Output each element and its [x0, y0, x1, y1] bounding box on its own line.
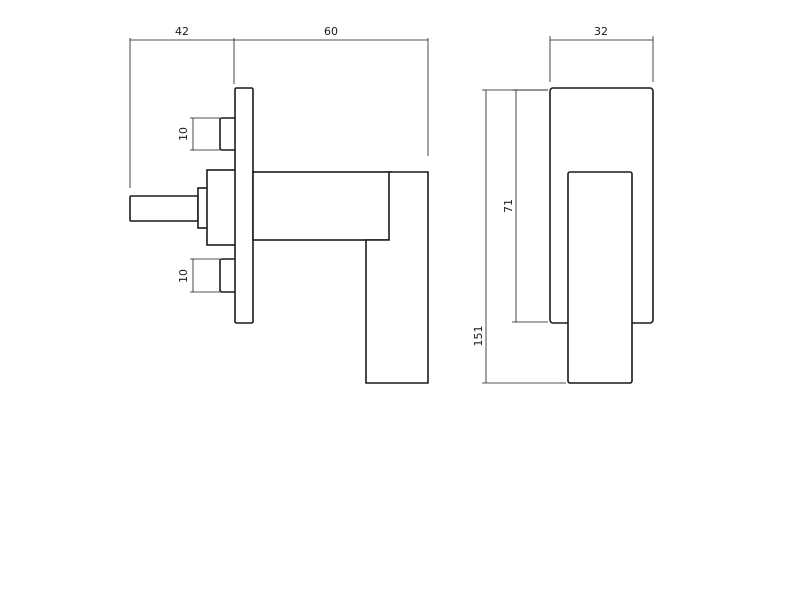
dim-total-height: 151 [472, 89, 566, 384]
handle-neck [252, 171, 392, 241]
top-screw [219, 117, 237, 151]
dim-lever-width: 32 [549, 25, 654, 82]
dim-label-10-top: 10 [177, 127, 190, 141]
dim-label-10-bottom: 10 [177, 269, 190, 283]
dim-handle-projection: 60 [234, 25, 429, 156]
dim-label-60: 60 [324, 25, 338, 38]
bottom-screw [219, 258, 237, 293]
square-spindle [129, 195, 199, 222]
side-view [129, 87, 429, 384]
lever-front [567, 171, 633, 384]
boss-block [206, 169, 238, 246]
dim-screw-top: 10 [177, 117, 220, 151]
dim-screw-bottom: 10 [177, 258, 220, 293]
dim-label-151: 151 [472, 326, 485, 347]
front-view [549, 87, 654, 384]
dim-spindle-length: 42 [129, 25, 235, 188]
dim-rose-height: 71 [502, 89, 548, 323]
dim-label-32: 32 [594, 25, 608, 38]
base-plate [234, 87, 254, 324]
dim-label-42: 42 [175, 25, 189, 38]
dim-label-71: 71 [502, 199, 515, 213]
